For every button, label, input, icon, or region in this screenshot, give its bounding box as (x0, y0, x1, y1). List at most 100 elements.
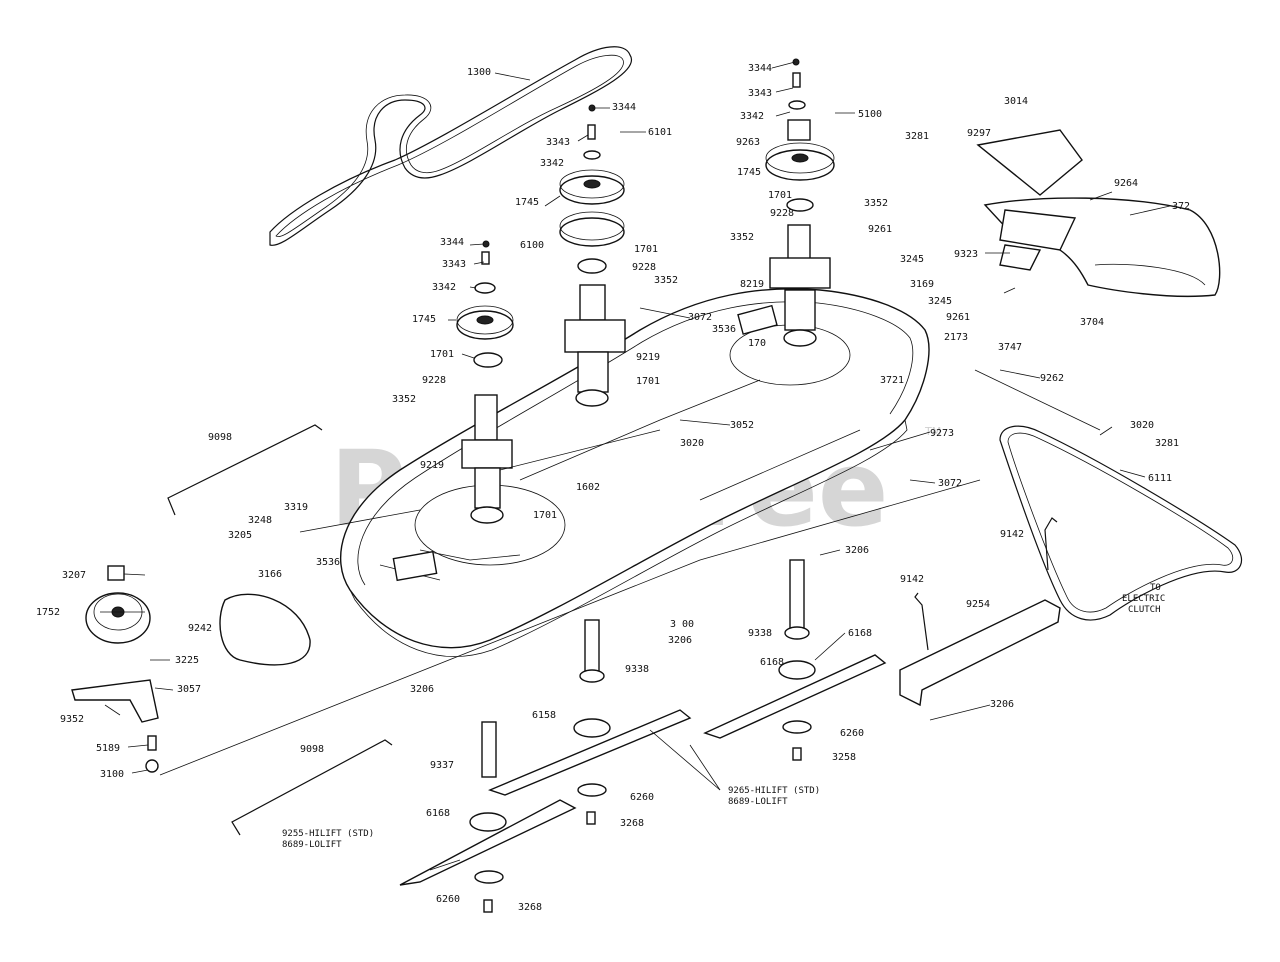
label-1602: 1602 (576, 482, 600, 493)
label-3206-center: 3206 (668, 635, 692, 646)
label-3344-left: 3344 (440, 237, 464, 248)
label-9297: 9297 (967, 128, 991, 139)
rod-9098-lower (231, 739, 393, 836)
label-3020-right: 3020 (1130, 420, 1154, 431)
label-9323: 9323 (954, 249, 978, 260)
note-9255-hilift: 9255-HILIFT (STD) (282, 829, 374, 839)
label-3704: 3704 (1080, 317, 1104, 328)
label-9228-center: 9228 (632, 262, 656, 273)
label-9263: 9263 (736, 137, 760, 148)
label-3052: 3052 (730, 420, 754, 431)
label-3536-left: 3536 (316, 557, 340, 568)
label-9228-right: 9228 (770, 208, 794, 219)
label-9264: 9264 (1114, 178, 1138, 189)
spindle-center (559, 104, 626, 407)
label-9098-lower: 9098 (300, 744, 324, 755)
label-9261-top: 9261 (868, 224, 892, 235)
label-1752: 1752 (36, 607, 60, 618)
label-9142-upper: 9142 (1000, 529, 1024, 540)
label-9261-lower: 9261 (946, 312, 970, 323)
label-1701-bottom: 1701 (533, 510, 557, 521)
label-9142-lower: 9142 (900, 574, 924, 585)
label-1701-right: 1701 (768, 190, 792, 201)
label-3207: 3207 (62, 570, 86, 581)
idler-pulley-assembly (71, 565, 311, 773)
label-1300: 1300 (467, 67, 491, 78)
label-5100: 5100 (858, 109, 882, 120)
label-3166: 3166 (258, 569, 282, 580)
label-3100-left: 3100 (100, 769, 124, 780)
label-6100: 6100 (520, 240, 544, 251)
label-3747: 3747 (998, 342, 1022, 353)
label-6101: 6101 (648, 127, 672, 138)
note-8689-lolift-left: 8689-LOLIFT (282, 840, 342, 850)
label-9219-center: 9219 (636, 352, 660, 363)
blade-left (399, 721, 577, 913)
label-3721: 3721 (880, 375, 904, 386)
label-9338-center: 9338 (625, 664, 649, 675)
label-9242: 9242 (188, 623, 212, 634)
label-3352-left: 3352 (392, 394, 416, 405)
label-9273: 9273 (930, 428, 954, 439)
label-3281-right: 3281 (1155, 438, 1179, 449)
note-to: TO (1150, 583, 1161, 593)
label-3100-center: 3 00 (670, 619, 694, 630)
rod-9098-upper (167, 424, 323, 516)
cable-9262 (974, 369, 1101, 431)
label-1701-center: 1701 (634, 244, 658, 255)
spindle-left (456, 240, 514, 524)
rear-bracket-9254 (899, 517, 1061, 707)
label-3343-left: 3343 (442, 259, 466, 270)
label-1745-left: 1745 (412, 314, 436, 325)
label-3245-top: 3245 (900, 254, 924, 265)
label-6168-right-a: 6168 (848, 628, 872, 639)
label-9262: 9262 (1040, 373, 1064, 384)
label-6168-right-b: 6168 (760, 657, 784, 668)
label-3342-center: 3342 (540, 158, 564, 169)
label-170: 170 (748, 338, 766, 349)
label-3245-lower: 3245 (928, 296, 952, 307)
label-6158: 6158 (532, 710, 556, 721)
label-3268-left: 3268 (518, 902, 542, 913)
label-3020-center: 3020 (680, 438, 704, 449)
label-3014: 3014 (1004, 96, 1028, 107)
label-3169: 3169 (910, 279, 934, 290)
label-3072-top: 3072 (688, 312, 712, 323)
label-3258: 3258 (832, 752, 856, 763)
label-6260-right: 6260 (840, 728, 864, 739)
label-6260-center: 6260 (630, 792, 654, 803)
label-3205: 3205 (228, 530, 252, 541)
label-6111: 6111 (1148, 473, 1172, 484)
label-1745-right: 1745 (737, 167, 761, 178)
label-6168-left: 6168 (426, 808, 450, 819)
label-9352: 9352 (60, 714, 84, 725)
label-3344-center: 3344 (612, 102, 636, 113)
belt-6111 (999, 425, 1243, 621)
belt-shield (976, 129, 1221, 298)
label-6260-left: 6260 (436, 894, 460, 905)
mower-deck (339, 288, 930, 657)
label-3281-top: 3281 (905, 131, 929, 142)
label-9338-right: 9338 (748, 628, 772, 639)
label-3225: 3225 (175, 655, 199, 666)
label-3206-left: 3206 (410, 684, 434, 695)
label-3343-right: 3343 (748, 88, 772, 99)
label-9254: 9254 (966, 599, 990, 610)
leader-lines (100, 61, 1171, 871)
label-3268-center: 3268 (620, 818, 644, 829)
label-1701-lower: 1701 (636, 376, 660, 387)
label-8219: 8219 (740, 279, 764, 290)
note-9265-hilift: 9265-HILIFT (STD) (728, 786, 820, 796)
linkage-rod (159, 479, 981, 776)
label-9337: 9337 (430, 760, 454, 771)
label-3072-right: 3072 (938, 478, 962, 489)
note-clutch: CLUTCH (1128, 605, 1161, 615)
label-3343-center: 3343 (546, 137, 570, 148)
label-3344-right: 3344 (748, 63, 772, 74)
note-8689-lolift-right: 8689-LOLIFT (728, 797, 788, 807)
label-372: 372 (1172, 201, 1190, 212)
spindle-right (765, 58, 835, 347)
label-3352-right-a: 3352 (730, 232, 754, 243)
label-2173: 2173 (944, 332, 968, 343)
